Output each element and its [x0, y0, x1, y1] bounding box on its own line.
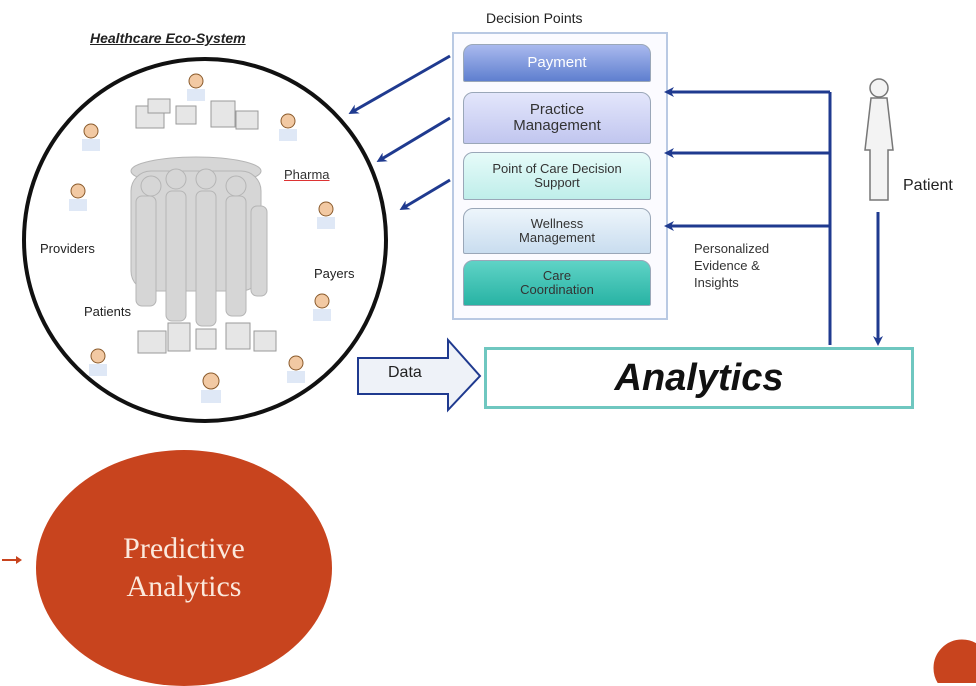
patients-label: Patients [84, 304, 131, 319]
decision-points-panel: Payment Practice Management Point of Car… [452, 32, 668, 320]
insights-line-1: Personalized [694, 241, 770, 256]
predictive-line-1: Predictive [123, 532, 245, 565]
patient-silhouette [864, 78, 894, 201]
dp-point-of-care: Point of Care Decision Support [463, 152, 651, 200]
predictive-analytics-circle: Predictive Analytics [36, 450, 332, 686]
arrow-to-ecosystem-3 [399, 178, 451, 211]
insights-line-2: Evidence & [694, 258, 760, 273]
patient-label: Patient [903, 177, 953, 194]
dp-care-coordination: Care Coordination [463, 260, 651, 306]
data-label: Data [388, 364, 422, 381]
analytics-box: Analytics [484, 347, 914, 409]
ecosystem-title: Healthcare Eco-System [90, 30, 246, 46]
pharma-label: Pharma [284, 167, 330, 182]
insights-label: Personalized Evidence & Insights [694, 240, 804, 291]
corner-badge [930, 636, 976, 683]
dp-payment: Payment [463, 44, 651, 82]
data-arrow [357, 337, 482, 413]
providers-label: Providers [40, 241, 95, 256]
crowd-illustration [69, 73, 335, 403]
payers-label: Payers [314, 266, 355, 281]
arrow-to-ecosystem-2 [376, 116, 451, 163]
left-arrow-head [16, 556, 22, 564]
ecosystem-circle: Pharma Providers Payers Patients [22, 57, 388, 423]
predictive-line-2: Analytics [126, 570, 242, 603]
decision-points-title: Decision Points [486, 10, 583, 26]
person-icons [69, 73, 335, 403]
dp-wellness-management: Wellness Management [463, 208, 651, 254]
dp-practice-management: Practice Management [463, 92, 651, 144]
insights-line-3: Insights [694, 275, 739, 290]
arrow-to-ecosystem-1 [348, 54, 451, 114]
